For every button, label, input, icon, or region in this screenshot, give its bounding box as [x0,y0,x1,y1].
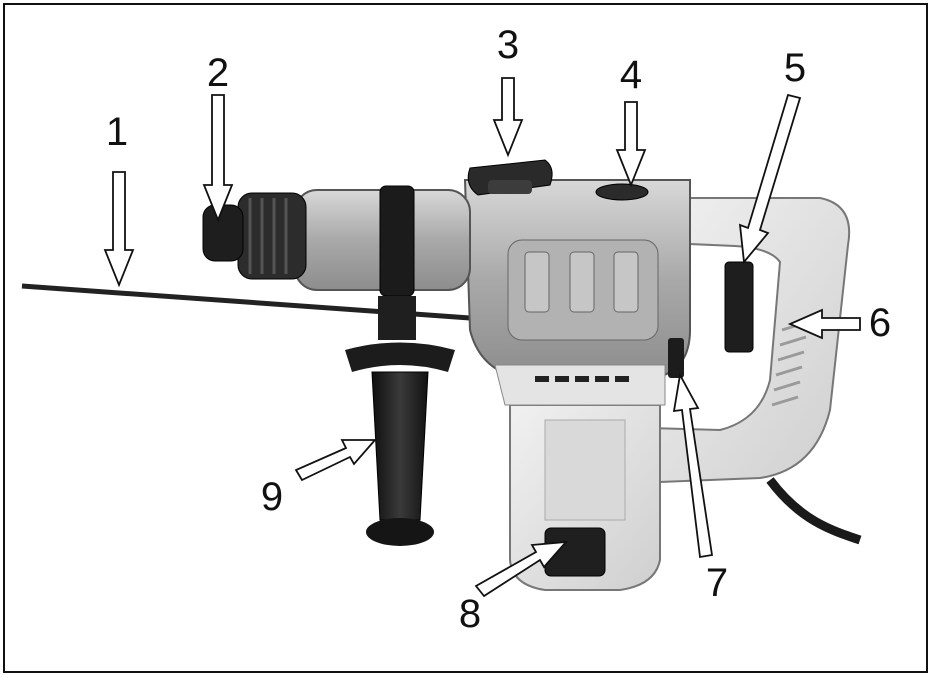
arrow-5 [738,93,802,265]
side-handle-clamp [379,185,415,297]
tool-holder-sleeve [237,192,307,280]
callout-label-8: 8 [458,592,482,636]
tool-holder-grip [248,198,288,274]
side-handle-mount [378,296,416,340]
trigger-switch [724,261,754,353]
lock-button [668,338,684,378]
mode-selector-base [488,180,532,194]
arrow-8 [474,540,569,598]
top-round-cap [595,183,649,201]
gear-housing-ribs [524,251,639,313]
arrow-4 [615,101,647,188]
callout-label-9: 9 [260,475,284,519]
arrow-9 [294,439,377,482]
arrow-3 [492,77,524,158]
power-cord [766,477,862,545]
callout-label-1: 1 [105,110,129,154]
callout-arrows [103,77,861,598]
arrow-6 [787,308,861,340]
arrow-1 [103,171,135,288]
motor-housing-panel [544,419,626,521]
handle-grip-ribs [771,320,809,407]
rear-handle [648,197,851,484]
tool-holder-nose [202,204,244,262]
arrow-2 [202,94,234,223]
callout-label-6: 6 [868,301,892,345]
callout-label-2: 2 [206,51,230,95]
vent-band [494,364,666,406]
callout-label-3: 3 [496,23,520,67]
callout-label-7: 7 [705,561,729,605]
callout-label-4: 4 [619,53,643,97]
side-handle-guard [345,342,455,372]
arrow-7 [672,372,714,559]
side-handle-end-cap [366,518,434,546]
side-handle-grip [371,371,429,521]
callout-label-5: 5 [783,46,807,90]
vent-slots [535,376,629,382]
